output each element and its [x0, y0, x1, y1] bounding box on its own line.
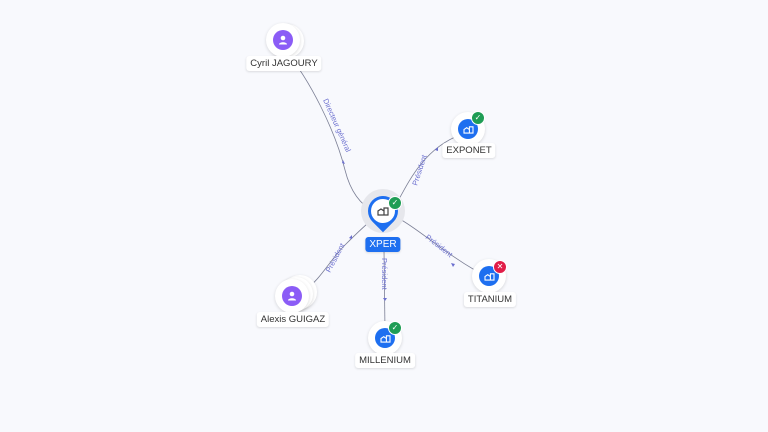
edge-label-xper-titanium: Président: [424, 232, 455, 259]
edge-label-alexis-xper: Président: [324, 241, 347, 274]
node-circle: [266, 23, 300, 57]
edge-arrow: [451, 263, 455, 267]
edge-alexis-xper[interactable]: [304, 219, 373, 291]
edge-arrow: [342, 160, 345, 164]
building-icon: [458, 119, 478, 139]
x-icon: ✕: [493, 260, 507, 274]
node-circle: [275, 279, 309, 313]
edge-arrow: [383, 298, 387, 301]
edge-xper-titanium[interactable]: [397, 217, 479, 273]
edge-cyril-xper[interactable]: [284, 49, 376, 213]
edge-label-xper-millenium: Président: [380, 258, 389, 291]
user-icon: [282, 286, 302, 306]
node-label: EXPONET: [442, 143, 496, 158]
edge-arrow: [435, 147, 438, 151]
user-icon: [273, 30, 293, 50]
check-icon: ✓: [471, 111, 485, 125]
edge-xper-millenium[interactable]: [383, 249, 386, 331]
node-label: TITANIUM: [463, 292, 517, 307]
node-label: Alexis GUIGAZ: [256, 312, 330, 327]
node-label: XPER: [365, 237, 401, 252]
check-icon: ✓: [388, 196, 402, 210]
node-label: MILLENIUM: [355, 353, 415, 368]
edge-label-xper-exponet: Président: [410, 153, 429, 187]
check-icon: ✓: [388, 321, 402, 335]
node-label: Cyril JAGOURY: [246, 56, 322, 71]
edge-arrow: [349, 235, 352, 239]
